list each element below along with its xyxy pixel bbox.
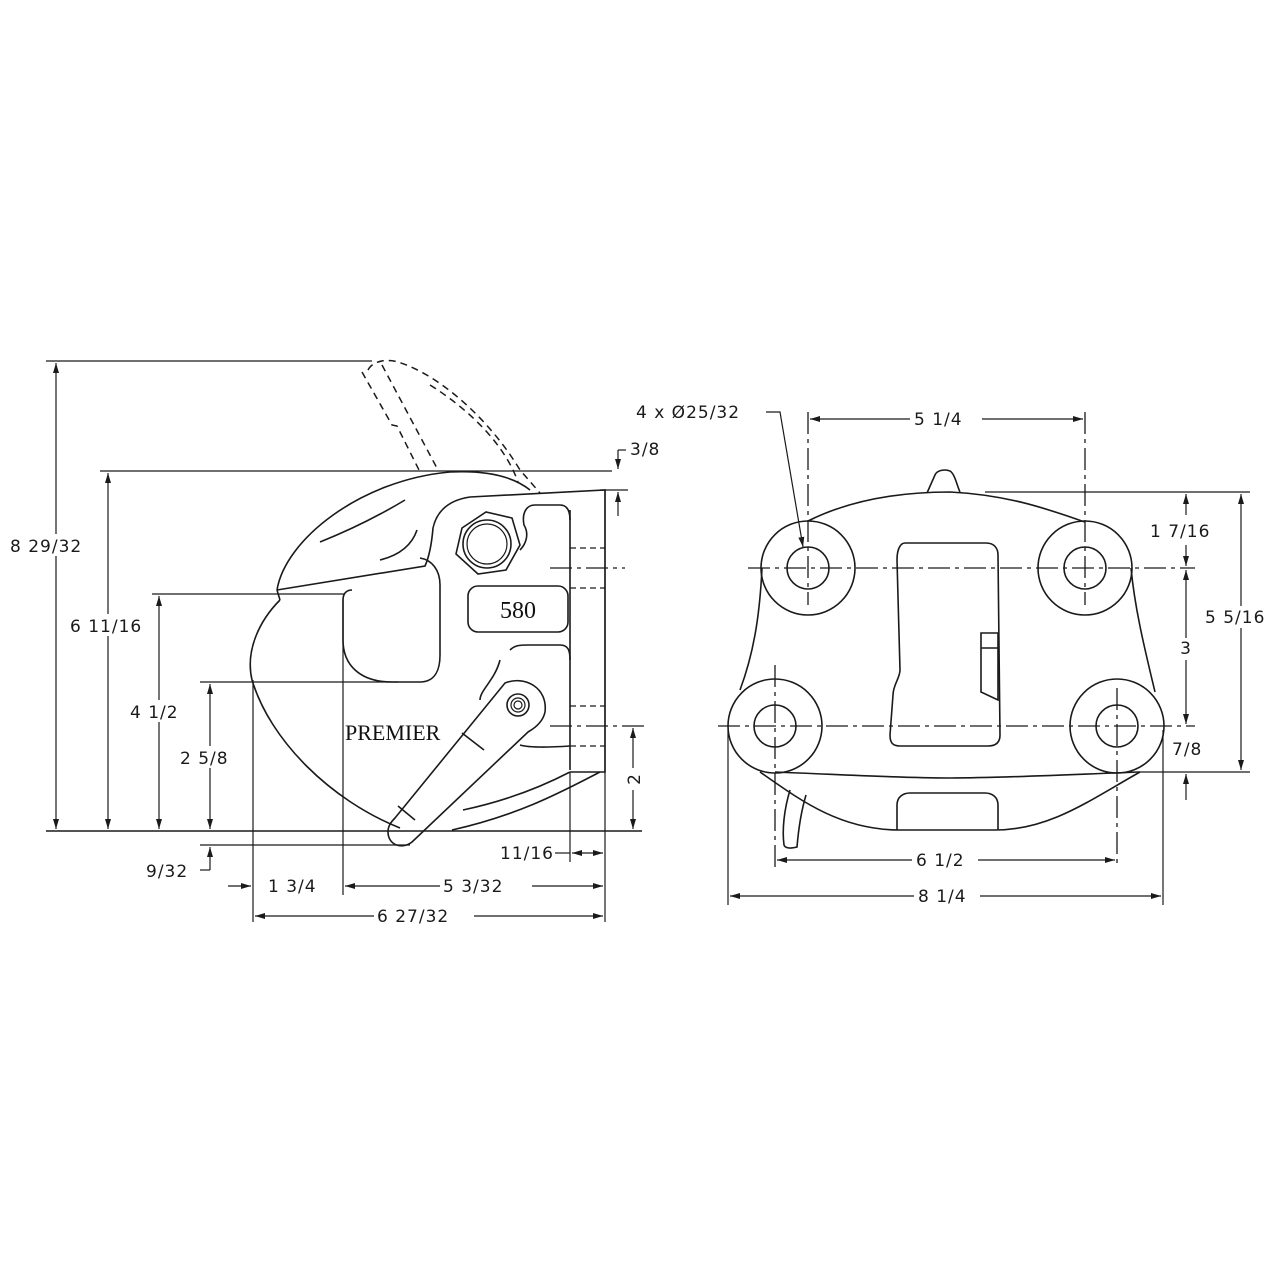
- dim-top-offset: 3/8: [630, 440, 660, 460]
- center-window: [889, 542, 1001, 747]
- dim-vertical-hole-spacing: 3: [1180, 639, 1192, 659]
- lower-pocket-bottom: [519, 744, 571, 748]
- jaw-heel: [276, 589, 281, 601]
- dim-jaw-height: 4 1/2: [130, 703, 179, 723]
- flange-cutout: [519, 504, 536, 551]
- dim-body-length: 5 3/32: [443, 877, 503, 897]
- flange-top-notch: [535, 504, 571, 521]
- plate-left-edge: [739, 567, 763, 691]
- jaw-highlight: [319, 499, 406, 543]
- nut-bolt: [466, 523, 508, 565]
- dim-overall-length: 6 27/32: [377, 907, 449, 927]
- plate-bottom-edge: [774, 771, 1141, 779]
- latch-mark-upper: [461, 732, 485, 751]
- throat-pocket: [342, 557, 441, 683]
- hole-callout: 4 x Ø25/32: [636, 403, 740, 423]
- brand-stamp: PREMIER: [345, 720, 441, 745]
- model-boss: [467, 585, 569, 633]
- open-jaw-inner-curve: [429, 384, 519, 483]
- dim-flange-thickness: 11/16: [500, 844, 554, 864]
- dim-bottom-hole-spacing: 6 1/2: [916, 851, 965, 871]
- hex-nut: [455, 511, 521, 575]
- top-nub: [926, 469, 961, 494]
- dim-throat-height: 2 5/8: [180, 749, 229, 769]
- dim-mount-height: 2: [625, 773, 645, 785]
- plate-right-edge: [1130, 567, 1156, 693]
- hook-arc-inner: [462, 771, 571, 811]
- latch-slot: [980, 632, 999, 702]
- latch-pivot-outer: [506, 693, 530, 717]
- latch-pivot-inner: [513, 700, 523, 710]
- bottom-slot: [896, 792, 999, 830]
- jaw-lower-edge: [276, 527, 434, 591]
- hook-arc-outer: [249, 599, 401, 829]
- dim-end-overall-width: 8 1/4: [918, 887, 967, 907]
- plate-top-edge: [807, 491, 1086, 523]
- end-view: 4 x Ø25/32 5 1/4 1 7/16 3 5 5/16 7/8 6 1…: [636, 403, 1279, 907]
- hook-arc-lower: [451, 771, 601, 831]
- latch-handle[interactable]: [387, 679, 546, 847]
- dim-bottom-hole-to-edge: 7/8: [1172, 740, 1202, 760]
- jaw-top-outline: [276, 470, 531, 591]
- hole-callout-leader: [766, 411, 805, 548]
- dim-overall-height-open: 8 29/32: [10, 537, 82, 557]
- side-view: 580 PREMIER 8 29/32: [8, 359, 660, 927]
- dim-top-hole-spacing: 5 1/4: [914, 410, 963, 430]
- dim-end-overall-height: 5 5/16: [1205, 608, 1265, 628]
- latch-mark-lower: [397, 805, 416, 821]
- dim-jaw-offset: 1 3/4: [268, 877, 317, 897]
- lower-pocket-top: [509, 644, 571, 661]
- latch-pivot-mid: [510, 697, 526, 713]
- open-jaw-back: [361, 371, 421, 473]
- open-jaw-outline: [367, 359, 541, 494]
- hook-bottom-profile: [759, 771, 1141, 831]
- throat-corner: [342, 589, 353, 601]
- open-jaw-inner: [381, 364, 439, 471]
- model-stamp: 580: [500, 598, 536, 624]
- latch-tab: [782, 789, 807, 849]
- body-outline: [432, 489, 606, 773]
- jaw-tip: [379, 529, 418, 561]
- lower-pocket-side: [479, 659, 501, 701]
- dim-top-to-hole: 1 7/16: [1150, 522, 1210, 542]
- dim-overall-height: 6 11/16: [70, 617, 142, 637]
- nut-washer: [462, 519, 512, 569]
- dim-latch-drop: 9/32: [146, 862, 188, 882]
